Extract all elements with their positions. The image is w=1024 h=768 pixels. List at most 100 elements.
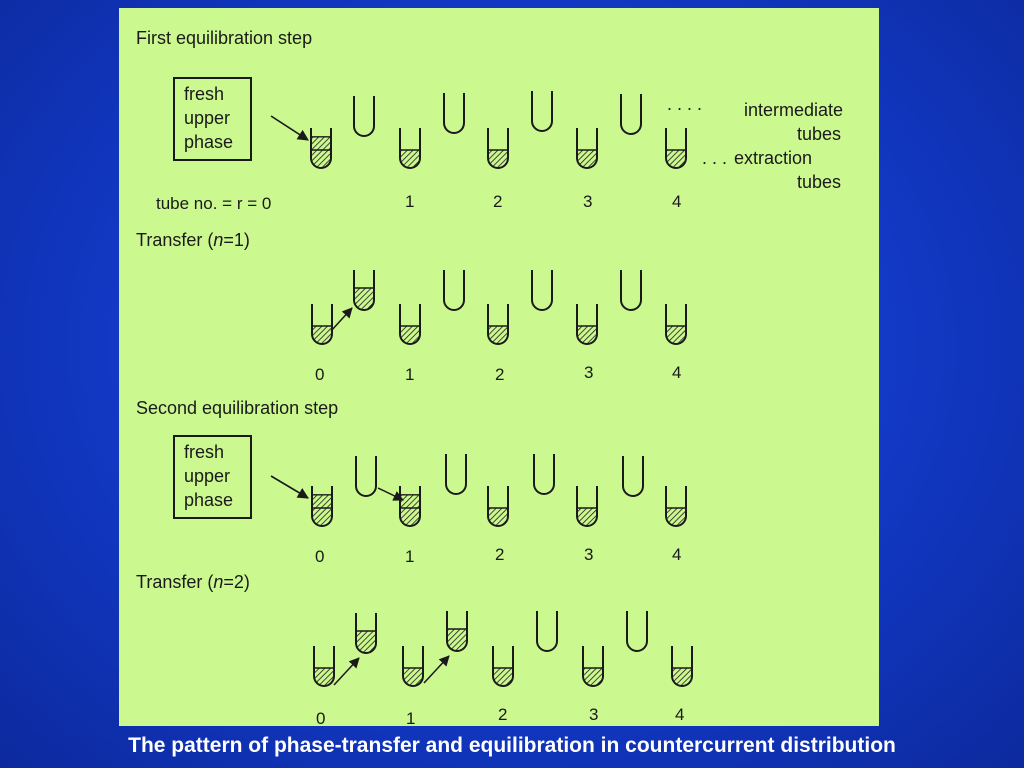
- test-tube: [353, 270, 375, 311]
- tube-liquid: [400, 150, 420, 168]
- tube-liquid: [356, 631, 376, 653]
- svg-text:intermediate: intermediate: [744, 100, 843, 120]
- tube-outline: [443, 270, 465, 311]
- tube-outline: [665, 128, 687, 169]
- tube-outline: [665, 486, 687, 527]
- tube-number: 1: [405, 192, 414, 211]
- arrow-transfer-1-to-upper-row4: [423, 655, 450, 684]
- svg-text:tubes: tubes: [797, 124, 841, 144]
- svg-text:fresh: fresh: [184, 84, 224, 104]
- tube-outline: [492, 646, 514, 687]
- extraction-tubes-label: . . . extraction tubes: [702, 148, 841, 192]
- tube-outline: [402, 646, 424, 687]
- test-tube: [665, 128, 687, 169]
- svg-text:upper: upper: [184, 466, 230, 486]
- test-tube: [353, 96, 375, 137]
- tube-outline: [533, 454, 555, 495]
- tube-liquid: [314, 668, 334, 686]
- tube-outline: [622, 456, 644, 497]
- tube-number: 2: [493, 192, 502, 211]
- test-tube: [399, 128, 421, 169]
- tube-outline: [399, 128, 421, 169]
- tube-number: 2: [495, 365, 504, 384]
- tube-liquid: [311, 136, 331, 168]
- test-tube: [665, 304, 687, 345]
- tube-outline: [620, 94, 642, 135]
- test-tube: [443, 270, 465, 311]
- tube-group: [310, 91, 693, 687]
- arrow-transfer-1-to-tube-1-step2: [377, 487, 404, 501]
- tube-number: 3: [583, 192, 592, 211]
- test-tube: [310, 128, 332, 169]
- test-tube: [355, 456, 377, 497]
- tube-outline: [582, 646, 604, 687]
- tube-outline: [487, 128, 509, 169]
- test-tube: [626, 611, 648, 652]
- test-tube: [620, 94, 642, 135]
- svg-text:upper: upper: [184, 108, 230, 128]
- tube-number: 4: [672, 363, 681, 382]
- test-tube: [531, 270, 553, 311]
- tube-outline: [671, 646, 693, 687]
- tube-outline: [355, 613, 377, 654]
- diagram-panel: First equilibration step Transfer (n=1) …: [119, 8, 879, 726]
- tube-outline: [620, 270, 642, 311]
- svg-text:phase: phase: [184, 132, 233, 152]
- tube-outline: [536, 611, 558, 652]
- test-tube: [492, 646, 514, 687]
- test-tube: [446, 611, 468, 652]
- test-tube: [665, 486, 687, 527]
- tube-outline: [576, 128, 598, 169]
- tube-outline: [576, 486, 598, 527]
- tube-number-label-row1: tube no. = r = 0: [156, 194, 271, 213]
- svg-text:phase: phase: [184, 490, 233, 510]
- arrow-fresh-to-tube-0-step2: [270, 475, 309, 499]
- test-tube: [443, 93, 465, 134]
- tube-outline: [446, 611, 468, 652]
- test-tube: [311, 486, 333, 527]
- tube-outline: [487, 486, 509, 527]
- tube-outline: [531, 91, 553, 132]
- tube-liquid: [577, 326, 597, 344]
- section-title-second-equilibration: Second equilibration step: [136, 398, 338, 418]
- test-tube: [576, 486, 598, 527]
- tube-liquid: [583, 668, 603, 686]
- test-tube: [533, 454, 555, 495]
- tube-liquid: [666, 150, 686, 168]
- tube-outline: [311, 486, 333, 527]
- arrow-transfer-0-to-upper-row2: [330, 307, 353, 332]
- test-tube: [671, 646, 693, 687]
- svg-text:fresh: fresh: [184, 442, 224, 462]
- svg-text:. . . .: . . . .: [667, 94, 702, 114]
- section-title-first-equilibration: First equilibration step: [136, 28, 312, 48]
- svg-text:. . .: . . .: [702, 148, 727, 168]
- tube-liquid: [312, 494, 332, 526]
- test-tube: [399, 486, 421, 527]
- tube-liquid: [666, 326, 686, 344]
- tube-number: 4: [672, 192, 681, 211]
- tube-outline: [487, 304, 509, 345]
- arrow-fresh-to-tube-0-step1: [270, 115, 309, 141]
- svg-text:extraction: extraction: [734, 148, 812, 168]
- test-tube: [487, 128, 509, 169]
- tube-outline: [399, 486, 421, 527]
- section-title-transfer-1: Transfer (n=1): [136, 230, 250, 250]
- test-tube: [620, 270, 642, 311]
- tube-outline: [576, 304, 598, 345]
- section-title-transfer-2: Transfer (n=2): [136, 572, 250, 592]
- test-tube: [576, 128, 598, 169]
- tube-number: 1: [405, 365, 414, 384]
- tube-outline: [399, 304, 421, 345]
- tube-outline: [311, 304, 333, 345]
- slide-caption: The pattern of phase-transfer and equili…: [128, 734, 896, 757]
- test-tube: [622, 456, 644, 497]
- tube-number: 2: [495, 545, 504, 564]
- test-tube: [399, 304, 421, 345]
- tube-liquid: [488, 150, 508, 168]
- tube-number: 0: [316, 709, 325, 726]
- tube-number: 2: [498, 705, 507, 724]
- tube-outline: [443, 93, 465, 134]
- tube-number: 1: [405, 547, 414, 566]
- tube-liquid: [493, 668, 513, 686]
- tube-number: 3: [584, 363, 593, 382]
